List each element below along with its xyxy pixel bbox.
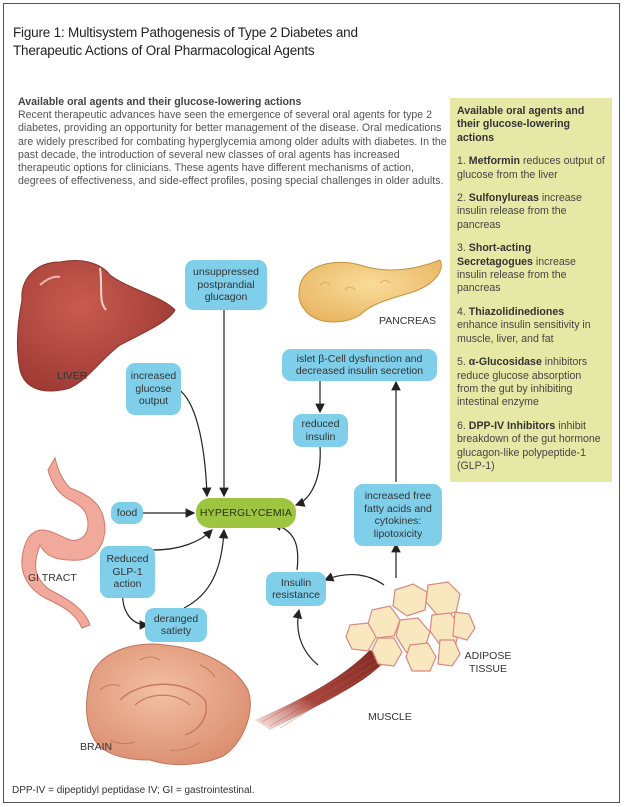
muscle-illustration — [255, 650, 385, 730]
item-number: 4. — [457, 305, 466, 318]
drug-name: Metformin — [468, 155, 520, 168]
brain-illustration — [86, 643, 251, 765]
intro-heading: Available oral agents and their glucose-… — [18, 96, 302, 108]
item-number: 2. — [457, 192, 466, 205]
agent-item-metformin: 1. Metformin reduces output of glucose f… — [457, 155, 605, 182]
drug-action: reduces output of glucose from the liver — [457, 155, 605, 181]
stomach-illustration — [21, 456, 106, 629]
agent-item-sulfonylureas: 2. Sulfonylureas increase insulin releas… — [457, 192, 605, 232]
agent-item-glucosidase: 5. α-Glucosidase inhibitors reduce gluco… — [457, 356, 605, 410]
arrow-insulin-res-to-hyper — [271, 521, 299, 571]
drug-name: α-Glucosidase — [468, 356, 542, 369]
item-number: 6. — [457, 419, 466, 432]
agent-item-secretagogues: 3. Short-acting Secretagogues increase i… — [457, 242, 605, 296]
box-reduced-glp1: Reduced GLP-1 action — [100, 546, 155, 598]
agent-item-thiazolidinediones: 4. Thiazolidinediones enhance insulin se… — [457, 306, 605, 346]
item-number: 3. — [457, 242, 466, 255]
drug-action: inhibitors reduce glucose absorption fro… — [457, 356, 588, 409]
box-islet-dysfunction: islet β-Cell dysfunction and decreased i… — [282, 349, 437, 381]
arrow-glp1-to-hyper — [152, 529, 213, 551]
arrow-muscle-to-insulin-res — [292, 608, 319, 666]
agents-sidebar: Available oral agents and their glucose-… — [450, 98, 612, 482]
drug-action: enhance insulin sensitivity in muscle, l… — [457, 319, 591, 345]
drug-name: Sulfonylureas — [468, 192, 539, 205]
box-increased-glucose-output: increased glucose output — [126, 363, 181, 415]
arrow-glucose-output-to-hyper — [177, 388, 212, 498]
arrow-reduced-insulin-to-hyper — [294, 445, 321, 507]
drug-action: increase insulin release from the pancre… — [457, 192, 582, 231]
footnote: DPP-IV = dipeptidyl peptidase IV; GI = g… — [12, 785, 255, 796]
box-food: food — [111, 502, 143, 524]
center-hyperglycemia: HYPERGLYCEMIA — [196, 498, 296, 528]
agent-item-dpp4: 6. DPP-IV Inhibitors inhibit breakdown o… — [457, 420, 605, 474]
figure-title-line2: Therapeutic Actions of Oral Pharmacologi… — [13, 43, 315, 58]
box-reduced-insulin: reduced insulin — [293, 414, 348, 447]
item-number: 1. — [457, 155, 466, 168]
box-insulin-resistance: Insulin resistance — [266, 572, 326, 606]
drug-action: increase insulin release from the pancre… — [457, 255, 576, 295]
box-unsuppressed-glucagon: unsuppressed postprandial glucagon — [185, 260, 267, 310]
drug-name: DPP-IV Inhibitors — [468, 419, 556, 432]
intro-body: Recent therapeutic advances have seen th… — [18, 109, 447, 188]
drug-action: inhibit breakdown of the gut hormone glu… — [457, 419, 601, 472]
liver-illustration — [16, 260, 176, 392]
pancreas-illustration — [298, 259, 442, 323]
sidebar-heading: Available oral agents and their glucose-… — [457, 105, 585, 144]
item-number: 5. — [457, 356, 466, 369]
label-brain: BRAIN — [80, 741, 113, 753]
box-deranged-satiety: deranged satiety — [145, 608, 207, 642]
arrow-adipose-to-insulin-res — [323, 572, 385, 586]
label-adipose-tissue: ADIPOSE TISSUE — [464, 650, 512, 675]
box-lipotoxicity: increased free fatty acids and cytokines… — [354, 484, 442, 546]
drug-name: Thiazolidinediones — [468, 305, 565, 318]
label-pancreas: PANCREAS — [379, 315, 436, 327]
drug-name: Short-acting Secretagogues — [457, 242, 533, 268]
label-liver: LIVER — [57, 370, 88, 382]
intro-text: Available oral agents and their glucose-… — [18, 96, 448, 188]
adipose-illustration — [345, 581, 476, 672]
figure-title-line1: Figure 1: Multisystem Pathogenesis of Ty… — [13, 25, 358, 40]
arrow-satiety-to-hyper — [183, 528, 229, 609]
label-gi-tract: GI TRACT — [28, 572, 77, 584]
figure-title: Figure 1: Multisystem Pathogenesis of Ty… — [13, 24, 433, 60]
label-muscle: MUSCLE — [368, 711, 412, 723]
